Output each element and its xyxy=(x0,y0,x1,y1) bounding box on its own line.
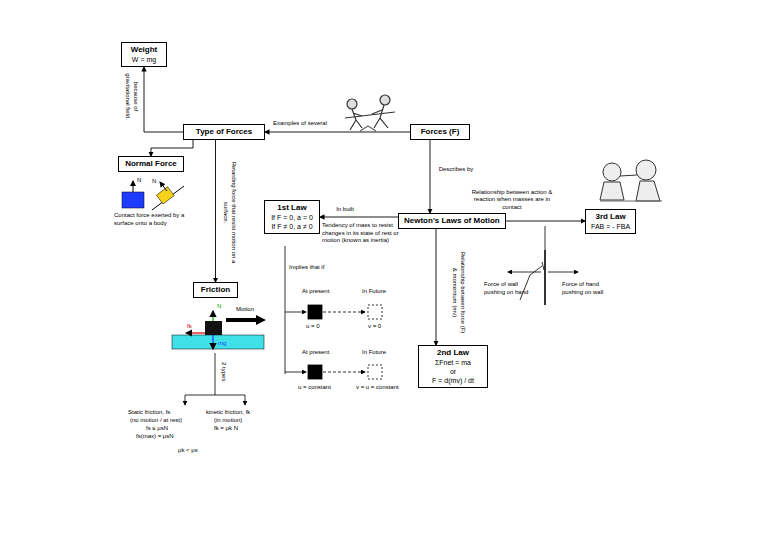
annotation: N xyxy=(152,178,156,186)
edge-label: In built xyxy=(336,206,354,214)
edge-label: Relationship between action & reaction w… xyxy=(469,189,555,212)
annotation: (in motion) xyxy=(214,417,242,425)
annotation: In Future xyxy=(362,349,386,357)
annotation: N xyxy=(137,177,141,185)
concept-box: Friction xyxy=(193,282,238,298)
concept-box: Type of Forces xyxy=(183,124,265,140)
box-title: 3rd Law xyxy=(591,212,630,222)
annotation: (no motion / at rest) xyxy=(130,417,182,425)
annotation: At present xyxy=(302,288,329,296)
box-body: F = d(mv) / dt xyxy=(424,376,482,385)
edge-label: because of gravitational field. xyxy=(124,65,139,127)
box-body: or xyxy=(424,367,482,376)
box-title: Weight xyxy=(127,45,161,55)
edge-label: Describes by xyxy=(439,166,474,174)
annotation: fs(max) = μsN xyxy=(136,433,174,441)
concept-box: 2nd LawΣFnet = maorF = d(mv) / dt xyxy=(418,345,488,388)
box-body: If F ≠ 0, a ≠ 0 xyxy=(270,222,314,231)
annotation: Tendency of mass to resist changes in it… xyxy=(322,222,400,245)
annotation: v = u = constant xyxy=(356,384,399,392)
concept-box: 3rd LawFAB = - FBA xyxy=(585,209,636,234)
box-title: Type of Forces xyxy=(189,127,259,137)
inertia-figure xyxy=(285,246,382,379)
box-body: If F = 0, a = 0 xyxy=(270,213,314,222)
connector-arrow xyxy=(506,221,585,222)
annotation: kinetic friction, fk xyxy=(206,409,250,417)
concept-box: Normal Force xyxy=(118,156,184,172)
box-title: 2nd Law xyxy=(424,348,482,358)
annotation: In Future xyxy=(362,288,386,296)
annotation: Force of hand pushing on wall xyxy=(562,281,608,296)
edge-label: Relationship between force (F) & momentu… xyxy=(451,250,466,334)
annotation: fs ≤ μsN xyxy=(146,425,168,433)
connector-arrow xyxy=(144,67,183,132)
annotation: v = 0 xyxy=(368,323,381,331)
annotation: Static friction, fs xyxy=(128,409,170,417)
box-title: Newton's Laws of Motion xyxy=(404,216,500,226)
annotation: Implies that if xyxy=(289,264,324,272)
annotation: Contact force exerted by a surface onto … xyxy=(114,212,198,227)
box-title: Friction xyxy=(199,285,232,295)
connector-arrow xyxy=(436,229,437,345)
annotation: μk < μs xyxy=(178,447,198,455)
annotation: mg xyxy=(218,340,226,348)
box-body: W = mg xyxy=(127,55,161,64)
connector-arrow xyxy=(430,140,431,213)
annotation: u = constant xyxy=(298,384,331,392)
box-body: FAB = - FBA xyxy=(591,222,630,231)
annotation: fk xyxy=(187,323,192,331)
edge-label: Retarding force that resist motion on a … xyxy=(222,156,237,268)
tug-of-war-cartoon xyxy=(345,95,395,131)
annotation: fk = μk N xyxy=(214,425,238,433)
annotation: u = 0 xyxy=(306,323,320,331)
box-title: Normal Force xyxy=(124,159,178,169)
concept-box: Forces (F) xyxy=(410,124,470,140)
connector-arrow xyxy=(151,140,193,156)
annotation: At present xyxy=(302,349,329,357)
box-title: 1st Law xyxy=(270,203,314,213)
connector-arrow xyxy=(265,132,410,133)
annotation: 2 types xyxy=(220,362,228,381)
concept-box: WeightW = mg xyxy=(121,42,167,67)
box-title: Forces (F) xyxy=(416,127,464,137)
connector-arrow xyxy=(215,140,216,282)
concept-box: 1st LawIf F = 0, a = 0If F ≠ 0, a ≠ 0 xyxy=(264,200,320,234)
annotation: Motion xyxy=(236,306,254,314)
annotation: Force of wall pushing on hand xyxy=(484,281,530,296)
edge-label: Examples of several xyxy=(273,120,327,128)
third-law-cartoon xyxy=(600,160,662,201)
annotation: N xyxy=(217,303,221,311)
connector-arrow xyxy=(320,217,398,218)
friction-figure xyxy=(172,311,266,405)
normal-force-figure xyxy=(122,181,184,210)
concept-box: Newton's Laws of Motion xyxy=(398,213,506,229)
box-body: ΣFnet = ma xyxy=(424,358,482,367)
